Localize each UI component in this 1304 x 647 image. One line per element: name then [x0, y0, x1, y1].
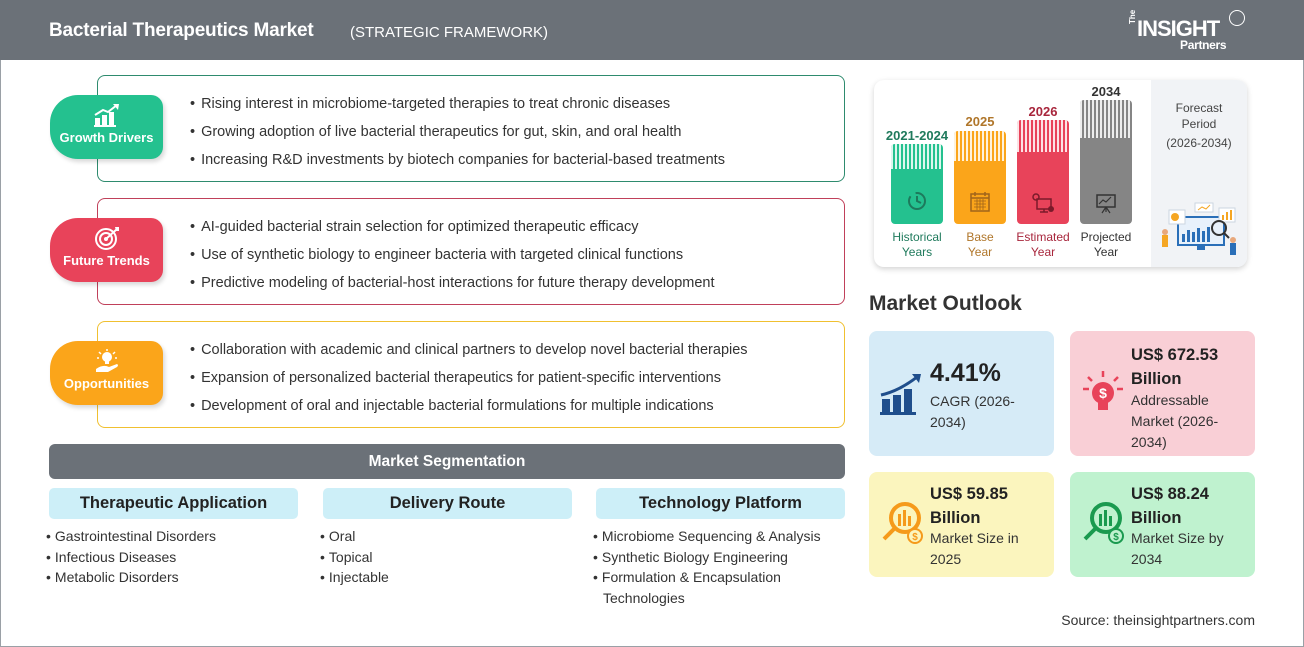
bar-year-base: 2025 — [965, 114, 995, 129]
future-trends-panel: AI-guided bacterial strain selection for… — [97, 198, 845, 305]
opportunities-list: Collaboration with academic and clinical… — [190, 341, 748, 425]
badge-label: Future Trends — [63, 253, 150, 268]
page-title: Bacterial Therapeutics Market — [49, 20, 314, 41]
history-clock-icon — [908, 192, 926, 210]
analytics-illustration-icon — [1162, 202, 1236, 255]
bar-year-projected: 2034 — [1091, 84, 1121, 99]
svg-text:$: $ — [1099, 385, 1107, 401]
list-item: Infectious Diseases — [46, 547, 298, 568]
magnifier-chart-icon: $ — [882, 502, 923, 544]
list-item: Development of oral and injectable bacte… — [190, 397, 748, 425]
forecast-period-panel: Forecast Period (2026-2034) — [1151, 80, 1247, 267]
segment-heading: Delivery Route — [323, 488, 572, 519]
logo-ring-icon — [1229, 10, 1245, 26]
list-item: AI-guided bacterial strain selection for… — [190, 218, 715, 246]
target-icon — [94, 227, 119, 250]
market-size-2025-description: Market Size in 2025 — [930, 530, 1019, 567]
growth-drivers-panel: Rising interest in microbiome-targeted t… — [97, 75, 845, 182]
market-outlook-title: Market Outlook — [869, 292, 1022, 315]
cagr-description: CAGR (2026-2034) — [930, 393, 1015, 430]
list-item: Increasing R&D investments by biotech co… — [190, 151, 725, 179]
segment-list: Oral Topical Injectable — [320, 526, 572, 588]
list-item: Formulation & Encapsulation Technologies — [593, 567, 845, 608]
insight-partners-logo: The INSIGHT Partners — [1128, 10, 1248, 54]
growth-drivers-badge: Growth Drivers — [50, 95, 163, 159]
bar-year-historical: 2021-2024 — [885, 128, 949, 143]
growth-chart-icon — [93, 104, 119, 127]
cagr-card: 4.41% CAGR (2026-2034) — [869, 331, 1054, 456]
list-item: Use of synthetic biology to engineer bac… — [190, 246, 715, 274]
segment-heading: Therapeutic Application — [49, 488, 298, 519]
badge-label: Opportunities — [63, 376, 150, 391]
list-item: Predictive modeling of bacterial-host in… — [190, 274, 714, 302]
segment-therapeutic-application: Therapeutic Application Gastrointestinal… — [49, 488, 298, 588]
badge-label: Growth Drivers — [59, 130, 154, 145]
future-trends-list: AI-guided bacterial strain selection for… — [190, 218, 715, 302]
magnifier-chart-icon: $ — [1083, 502, 1124, 544]
lightbulb-hand-icon — [95, 349, 118, 372]
list-item: Synthetic Biology Engineering — [593, 547, 845, 568]
bar-projected — [1080, 100, 1132, 224]
logo-insight: INSIGHT — [1137, 16, 1220, 41]
list-item: Growing adoption of live bacterial thera… — [190, 123, 725, 151]
market-size-2034-description: Market Size by 2034 — [1131, 530, 1224, 567]
addressable-market-description: Addressable Market (2026-2034) — [1131, 392, 1219, 450]
list-item: Collaboration with academic and clinical… — [190, 341, 747, 369]
header-bar: Bacterial Therapeutics Market (STRATEGIC… — [0, 0, 1304, 60]
segment-delivery-route: Delivery Route Oral Topical Injectable — [323, 488, 572, 588]
forecast-period-text: Forecast Period (2026-2034) — [1166, 101, 1232, 150]
segment-list: Gastrointestinal Disorders Infectious Di… — [46, 526, 298, 588]
dollar-lightbulb-icon: $ — [1083, 371, 1123, 410]
logo-the: The — [1128, 9, 1137, 24]
list-item: Gastrointestinal Disorders — [46, 526, 298, 547]
growth-chart-icon — [880, 374, 921, 415]
bar-historical — [891, 144, 943, 224]
bar-estimated — [1017, 120, 1069, 224]
list-item: Expansion of personalized bacterial ther… — [190, 369, 748, 397]
list-item: Microbiome Sequencing & Analysis — [593, 526, 845, 547]
growth-drivers-list: Rising interest in microbiome-targeted t… — [190, 95, 725, 179]
list-item: Rising interest in microbiome-targeted t… — [190, 95, 725, 123]
cagr-value: 4.41% — [930, 359, 1001, 387]
market-segmentation-header: Market Segmentation — [49, 444, 845, 479]
future-trends-badge: Future Trends — [50, 218, 163, 282]
opportunities-badge: Opportunities — [50, 341, 163, 405]
opportunities-panel: Collaboration with academic and clinical… — [97, 321, 845, 428]
bar-year-estimated: 2026 — [1028, 104, 1058, 119]
svg-text:$: $ — [912, 532, 918, 543]
list-item: Metabolic Disorders — [46, 567, 298, 588]
list-item: Oral — [320, 526, 572, 547]
presentation-board-icon — [1096, 194, 1116, 214]
page-subtitle: (STRATEGIC FRAMEWORK) — [350, 24, 549, 41]
segment-technology-platform: Technology Platform Microbiome Sequencin… — [596, 488, 845, 608]
bar-base — [954, 131, 1006, 224]
list-item: Topical — [320, 547, 572, 568]
svg-text:$: $ — [1113, 532, 1119, 543]
monitor-gear-icon — [1032, 193, 1054, 213]
segment-list: Microbiome Sequencing & Analysis Synthet… — [593, 526, 845, 608]
source-credit: Source: theinsightpartners.com — [1061, 612, 1255, 628]
segment-heading: Technology Platform — [596, 488, 845, 519]
logo-partners: Partners — [1180, 38, 1227, 52]
list-item: Injectable — [320, 567, 572, 588]
calendar-icon — [970, 192, 990, 212]
